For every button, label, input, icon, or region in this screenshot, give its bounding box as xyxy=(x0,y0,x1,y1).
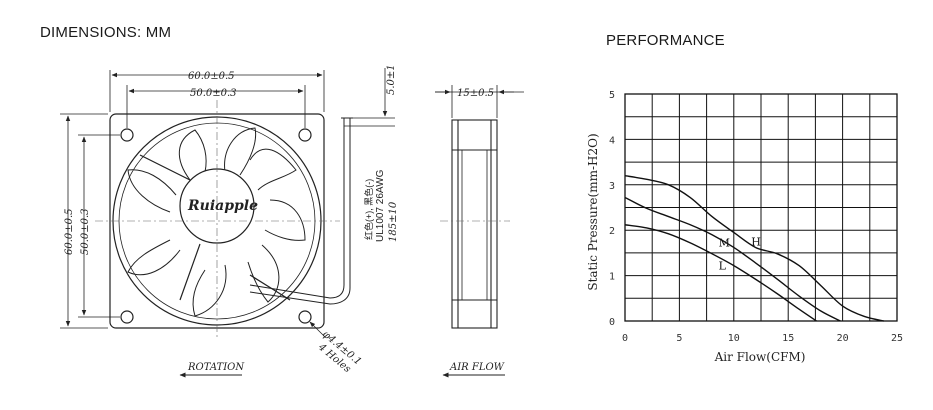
rotation-label: ROTATION xyxy=(187,362,245,373)
x-tick-label: 0 xyxy=(622,333,628,344)
mounting-hole-tr xyxy=(298,128,312,142)
chart-curve-labels: H ML xyxy=(719,236,761,273)
series-line-l xyxy=(624,224,817,322)
curve-label-l: L xyxy=(719,260,727,273)
dimensions-heading: DIMENSIONS: MM xyxy=(40,24,172,41)
x-tick-label: 25 xyxy=(891,333,903,344)
dim-depth: 15±0.5 xyxy=(457,88,494,99)
mounting-hole-bl xyxy=(120,310,134,324)
series-line-m xyxy=(624,196,841,322)
side-view xyxy=(451,119,498,329)
wire-spec: UL1007 26AWG xyxy=(375,169,386,242)
dim-width-outer: 60.0±0.5 xyxy=(188,71,235,82)
fan-blades xyxy=(127,127,306,317)
wire-colors: 红色(+), 黑色(-) xyxy=(363,179,374,240)
center-lines xyxy=(95,100,340,340)
dim-height-inner: 50.0±0.3 xyxy=(80,208,91,255)
performance-heading: PERFORMANCE xyxy=(606,32,725,49)
chart-ticks: 0 5 10 15 20 25 0 1 2 3 4 5 xyxy=(609,90,903,344)
x-tick-label: 15 xyxy=(782,333,794,344)
dim-wire-strip: 5.0±1 xyxy=(386,64,397,95)
y-axis-label: Static Pressure(mm-H2O) xyxy=(586,133,600,290)
y-tick-label: 3 xyxy=(609,181,615,192)
y-tick-label: 1 xyxy=(609,272,615,283)
y-tick-label: 0 xyxy=(609,317,615,328)
chart-curves xyxy=(624,175,885,322)
x-axis-label: Air Flow(CFM) xyxy=(714,350,806,364)
curve-label-m: M xyxy=(719,236,730,249)
y-tick-label: 5 xyxy=(609,90,615,101)
hub-logo: Ruiapple xyxy=(187,198,258,214)
series-line-h xyxy=(624,175,885,322)
airflow-label: AIR FLOW xyxy=(449,362,505,373)
x-tick-label: 10 xyxy=(728,333,740,344)
y-tick-label: 4 xyxy=(609,135,615,146)
mounting-hole-br xyxy=(298,310,312,324)
dim-height-outer: 60.0±0.5 xyxy=(64,208,75,255)
x-tick-label: 5 xyxy=(676,333,682,344)
chart-grid xyxy=(624,93,898,322)
y-tick-label: 2 xyxy=(609,226,615,237)
curve-label-h: H xyxy=(751,236,761,249)
dim-width-inner: 50.0±0.3 xyxy=(190,88,237,99)
mounting-hole-tl xyxy=(120,128,134,142)
wire-length: 185±10 xyxy=(388,201,399,242)
x-tick-label: 20 xyxy=(837,333,849,344)
